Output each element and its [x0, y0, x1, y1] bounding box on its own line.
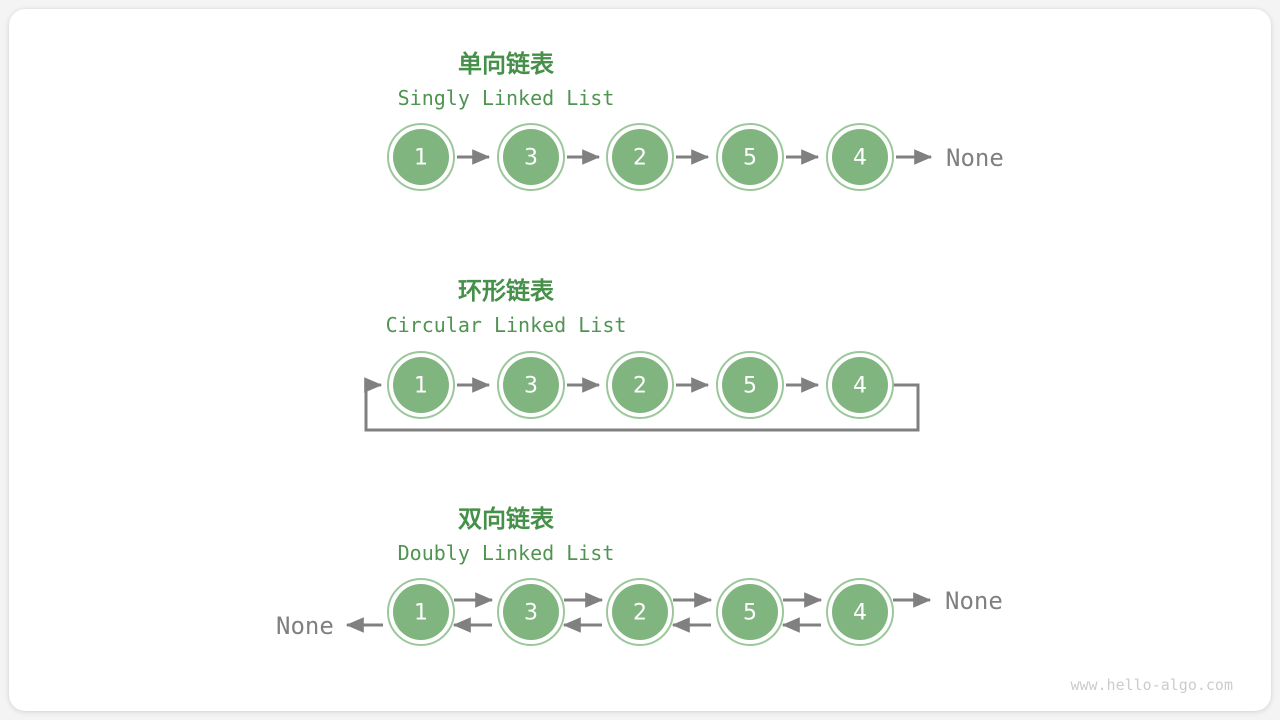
node-singly-4: 4: [826, 123, 894, 191]
section-title-cn-doubly: 双向链表: [458, 505, 555, 533]
node-singly-3: 5: [716, 123, 784, 191]
node-value: 5: [743, 374, 757, 399]
node-value: 1: [414, 601, 428, 626]
node-doubly-3: 5: [716, 578, 784, 646]
section-circular: 环形链表 Circular Linked List 1 3: [364, 277, 920, 432]
node-value: 5: [743, 146, 757, 171]
node-circular-4: 4: [826, 351, 894, 419]
node-value: 3: [524, 374, 538, 399]
node-doubly-1: 3: [497, 578, 565, 646]
node-value: 1: [414, 146, 428, 171]
node-doubly-2: 2: [606, 578, 674, 646]
node-value: 2: [633, 146, 647, 171]
node-value: 4: [853, 601, 867, 626]
node-value: 3: [524, 601, 538, 626]
node-value: 2: [633, 374, 647, 399]
node-singly-0: 1: [387, 123, 455, 191]
node-doubly-4: 4: [826, 578, 894, 646]
node-singly-2: 2: [606, 123, 674, 191]
section-title-en-singly: Singly Linked List: [398, 86, 615, 110]
section-title-en-circular: Circular Linked List: [386, 313, 627, 337]
node-circular-0: 1: [387, 351, 455, 419]
head-none-label-doubly: None: [276, 612, 334, 640]
link-arrows-circular: [364, 377, 920, 432]
node-circular-1: 3: [497, 351, 565, 419]
node-doubly-0: 1: [387, 578, 455, 646]
section-doubly: 双向链表 Doubly Linked List 1: [276, 505, 1003, 646]
node-value: 2: [633, 601, 647, 626]
tail-none-label-doubly: None: [945, 587, 1003, 615]
section-title-en-doubly: Doubly Linked List: [398, 541, 615, 565]
node-value: 3: [524, 146, 538, 171]
node-value: 1: [414, 374, 428, 399]
node-circular-3: 5: [716, 351, 784, 419]
tail-none-label-singly: None: [946, 144, 1004, 172]
node-value: 4: [853, 146, 867, 171]
watermark-label: www.hello-algo.com: [1070, 676, 1233, 694]
node-circular-2: 2: [606, 351, 674, 419]
node-value: 4: [853, 374, 867, 399]
node-value: 5: [743, 601, 757, 626]
node-singly-1: 3: [497, 123, 565, 191]
section-singly: 单向链表 Singly Linked List 1 3: [387, 50, 1004, 191]
section-title-cn-circular: 环形链表: [458, 277, 555, 305]
arrow-loop-back: [364, 377, 920, 432]
section-title-cn-singly: 单向链表: [458, 50, 555, 78]
